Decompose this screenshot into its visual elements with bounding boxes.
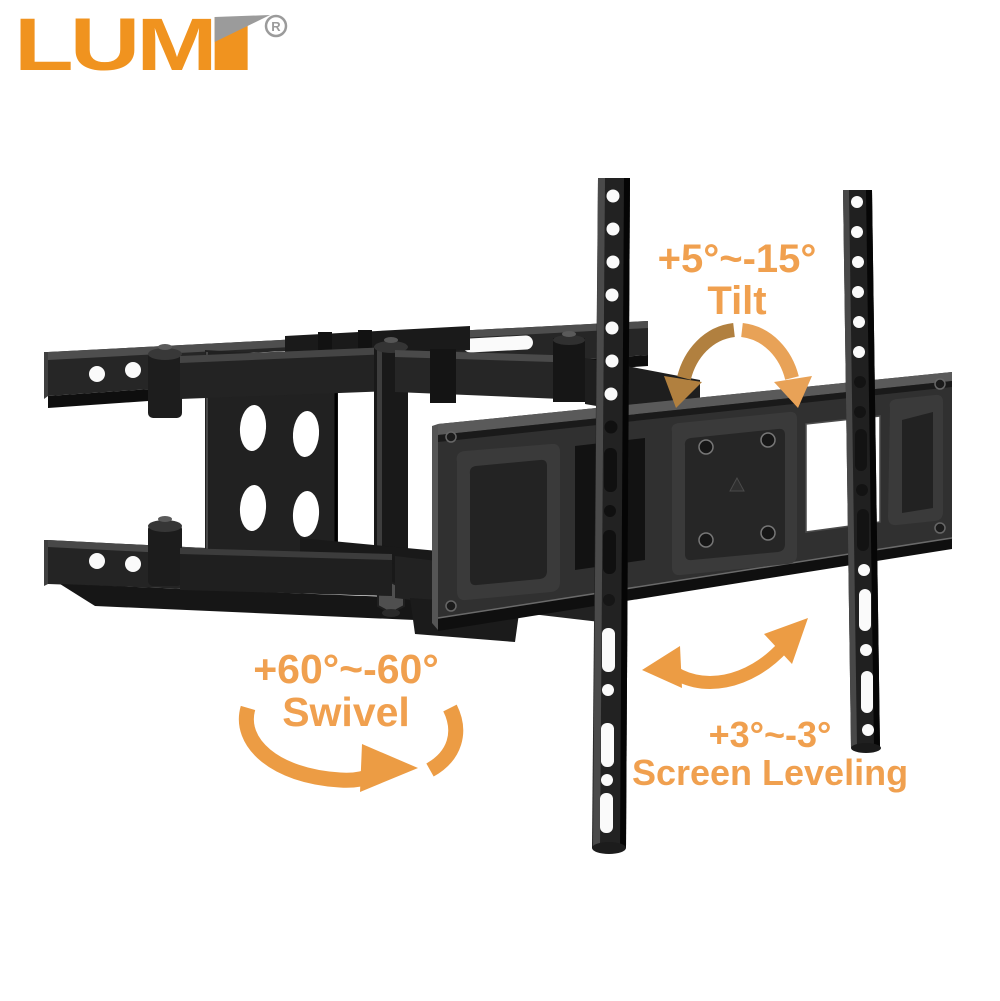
upper-arm-bar-highlight xyxy=(180,347,392,363)
swivel-annotation: +60°~-60° Swivel xyxy=(213,646,479,736)
elbow-cap xyxy=(374,341,408,353)
tilt-range-text: +5°~-15° xyxy=(657,237,817,281)
registered-mark-letter: R xyxy=(271,19,281,34)
right-rail-holes xyxy=(851,196,874,736)
tilt-annotation: +5°~-15° Tilt xyxy=(607,238,867,323)
right-rail-edge xyxy=(866,190,880,748)
lower-wall-pivot-bolt xyxy=(158,516,172,522)
tv-plate-bottom-rim xyxy=(438,538,952,631)
leveling-label-text: Screen Leveling xyxy=(631,751,909,793)
upper-wall-pivot-bolt xyxy=(158,344,172,350)
right-vesa-rail xyxy=(843,190,881,753)
screen-leveling-annotation: +3°~-3° Screen Leveling xyxy=(600,716,940,792)
tilt-label-text: Tilt xyxy=(707,279,767,324)
tv-plate-corner-screws xyxy=(445,378,946,612)
swivel-range-text: +60°~-60° xyxy=(253,646,439,692)
left-rail-edge xyxy=(620,178,630,848)
brand-logo: LUM R xyxy=(10,4,310,92)
left-rail-tip xyxy=(592,842,626,854)
elbow-cap-bolt xyxy=(384,337,398,343)
lower-wall-pivot xyxy=(148,524,182,586)
right-rail-tip xyxy=(851,743,881,753)
lower-wall-pivot-cap xyxy=(148,520,182,532)
left-emboss-recess xyxy=(469,459,547,586)
wall-plate-center-panel-cutouts xyxy=(239,405,320,537)
lower-arm-rear-bar xyxy=(180,548,392,596)
arm-end-post-cap xyxy=(553,335,585,345)
arm-clamp-bracket xyxy=(430,349,456,403)
left-rail-holes xyxy=(600,189,620,833)
vesa-square-recess xyxy=(684,428,785,561)
wall-pivot-posts xyxy=(148,344,182,586)
right-emboss-recess xyxy=(902,412,933,513)
leveling-arrow-icon xyxy=(642,618,808,689)
leveling-range-text: +3°~-3° xyxy=(708,714,832,755)
tv-plate-top-rim-shadow xyxy=(438,381,952,442)
swivel-label-text: Swivel xyxy=(282,689,410,736)
logo-text-lum: LUM xyxy=(14,4,214,86)
right-rail-highlight xyxy=(843,190,857,748)
tilt-arrow-icon xyxy=(664,323,812,408)
lower-arm-rear-highlight xyxy=(180,548,392,560)
lumi-logo: LUM R xyxy=(14,4,288,86)
arm-end-post xyxy=(553,338,585,402)
up-arrow-emboss xyxy=(729,476,745,492)
left-vesa-rail xyxy=(592,178,630,854)
tv-plate-top-rim xyxy=(438,372,952,435)
tv-plate xyxy=(432,372,953,631)
vesa-screw-holes xyxy=(698,432,776,548)
wall-plate-top-rail-endcap xyxy=(44,352,48,399)
left-rail-highlight xyxy=(593,178,605,848)
swivel-rotation-arrow-icon xyxy=(239,704,464,792)
registered-trademark-icon: R xyxy=(264,14,288,38)
elbow-bolt-tip xyxy=(382,609,400,617)
upper-wall-pivot-cap xyxy=(148,348,182,360)
tv-plate-left-edge xyxy=(432,424,438,630)
wall-plate-bottom-rail-endcap xyxy=(44,540,48,586)
upper-arm-rear-segment xyxy=(180,347,392,399)
elbow-shaft-highlight xyxy=(377,344,382,584)
arm-end-post-bolt xyxy=(562,331,576,337)
upper-wall-pivot xyxy=(148,352,182,418)
